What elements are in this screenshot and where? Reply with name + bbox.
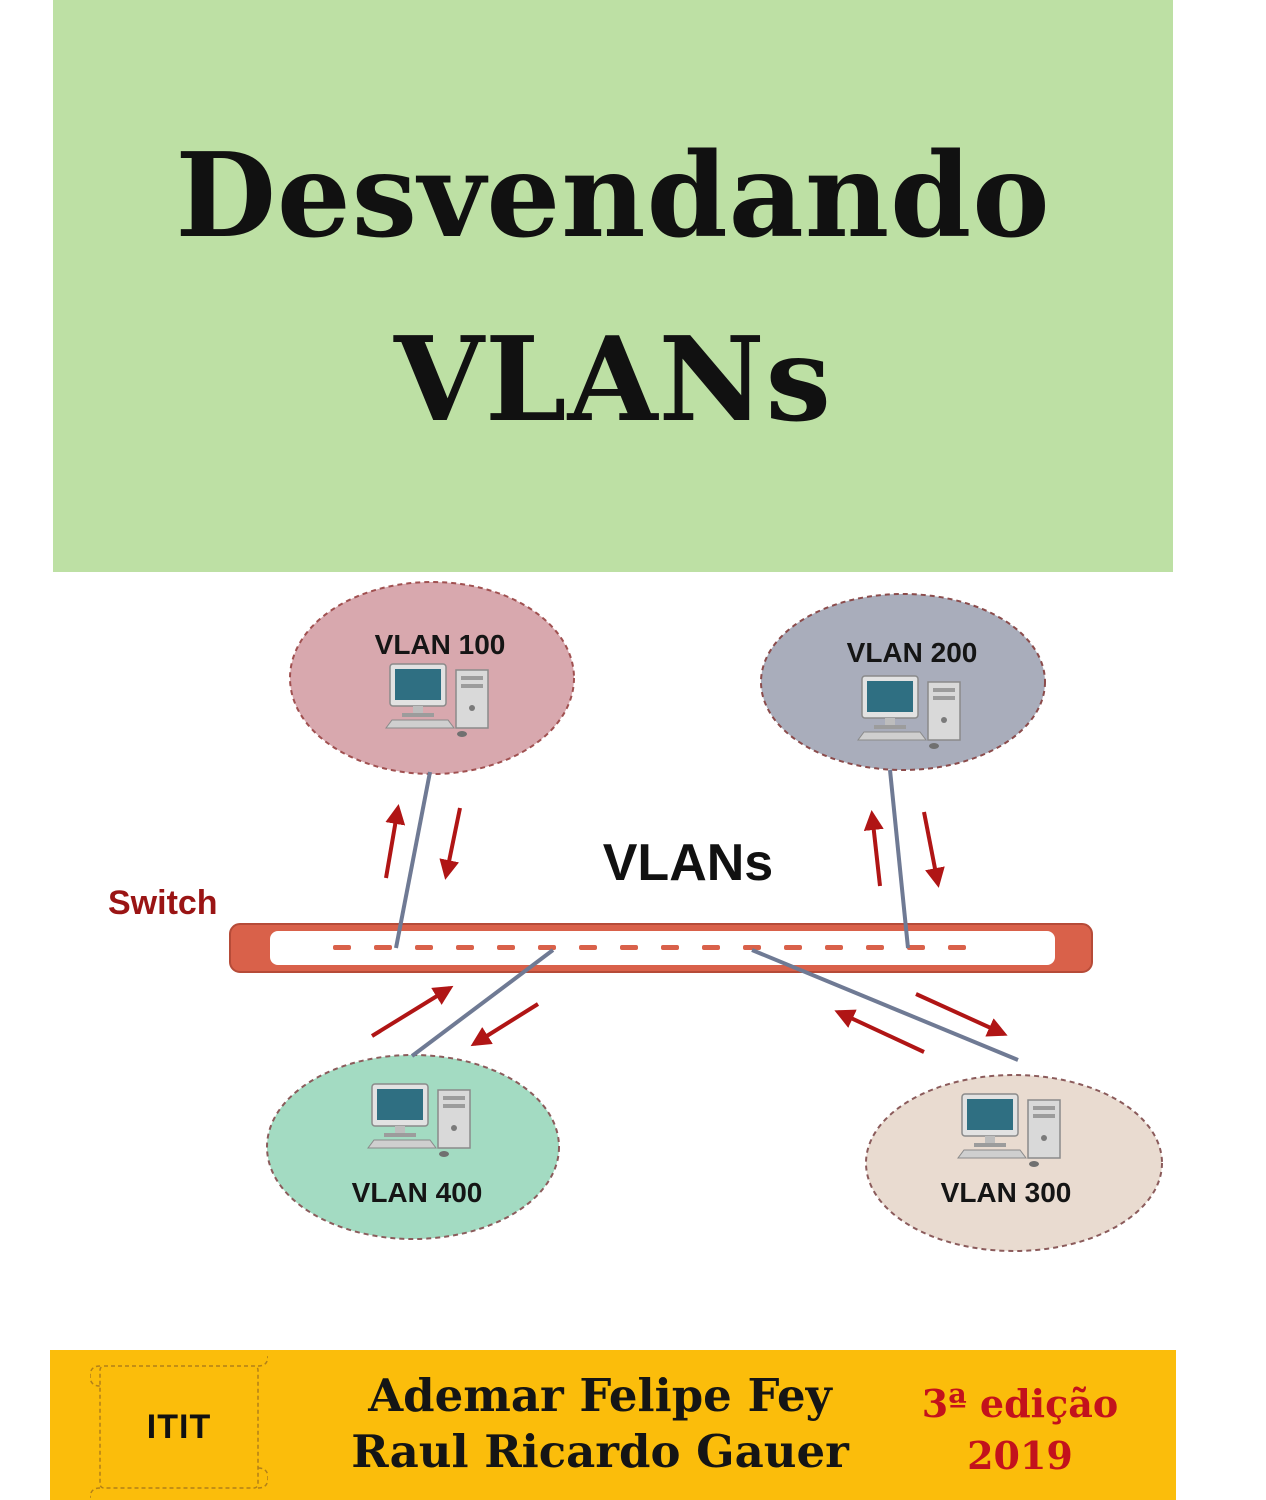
vlan-100-label: VLAN 100 xyxy=(375,629,506,660)
traffic-arrows xyxy=(370,804,1008,1054)
switch-ports xyxy=(333,945,966,950)
title-line-2: VLANs xyxy=(394,312,832,448)
vlan-200-label: VLAN 200 xyxy=(847,637,978,668)
switch-label: Switch xyxy=(108,884,218,922)
author-2: Raul Ricardo Gauer xyxy=(351,1425,849,1478)
vlan-diagram: VLAN 100 VLAN 200 VLAN 400 VLAN 300 VLAN… xyxy=(108,581,1163,1252)
publisher-label: ITIT xyxy=(146,1408,212,1446)
edition-year: 2019 xyxy=(967,1433,1073,1478)
title-line-1: Desvendando xyxy=(175,128,1051,264)
vlan-300-label: VLAN 300 xyxy=(941,1177,1072,1208)
edition-label: 3ª edição xyxy=(921,1381,1119,1426)
computer-icon xyxy=(957,1093,1061,1168)
footer-band: ITIT Ademar Felipe Fey Raul Ricardo Gaue… xyxy=(50,1350,1176,1500)
vlan-300-bubble xyxy=(865,1074,1163,1252)
cables xyxy=(394,769,1019,1062)
authors: Ademar Felipe Fey Raul Ricardo Gauer xyxy=(300,1368,900,1480)
computer-icon xyxy=(367,1083,471,1158)
vlan-400-label: VLAN 400 xyxy=(352,1177,483,1208)
computer-icon xyxy=(857,675,961,750)
scroll-icon xyxy=(90,1356,268,1498)
title-block: Desvendando VLANs xyxy=(53,0,1173,572)
vlans-center-label: VLANs xyxy=(603,834,773,892)
edition-info: 3ª edição 2019 xyxy=(908,1378,1132,1482)
computer-icon xyxy=(385,663,489,738)
author-1: Ademar Felipe Fey xyxy=(368,1369,832,1422)
